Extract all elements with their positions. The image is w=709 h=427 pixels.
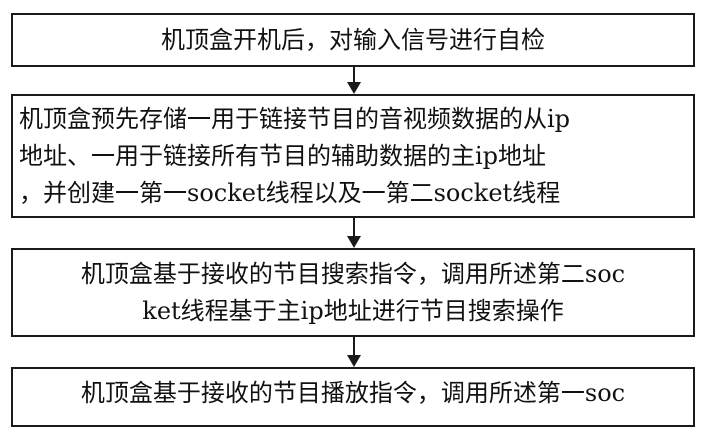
step-2-line-1: 机顶盒预先存储一用于链接节目的音视频数据的从ip: [19, 105, 571, 133]
step-1-line-1: 机顶盒开机后，对输入信号进行自检: [161, 26, 545, 54]
step-3-line-2: ket线程基于主ip地址进行节目搜索操作: [142, 297, 564, 325]
step-2-line-2: 地址、一用于链接所有节目的辅助数据的主ip地址: [19, 142, 547, 170]
step-2-box: 机顶盒预先存储一用于链接节目的音视频数据的从ip 地址、一用于链接所有节目的辅助…: [11, 94, 695, 218]
step-3-line-1: 机顶盒基于接收的节目搜索指令，调用所述第二soc: [80, 260, 626, 288]
step-3-box: 机顶盒基于接收的节目搜索指令，调用所述第二soc ket线程基于主ip地址进行节…: [11, 248, 695, 337]
step-4-box: 机顶盒基于接收的节目播放指令，调用所述第一soc: [11, 367, 695, 427]
step-4-line-1: 机顶盒基于接收的节目播放指令，调用所述第一soc: [80, 379, 626, 407]
arrow-down-icon: [347, 337, 361, 367]
step-1-box: 机顶盒开机后，对输入信号进行自检: [11, 13, 695, 67]
arrow-down-icon: [347, 67, 361, 94]
arrow-down-icon: [347, 218, 361, 248]
step-2-line-3: ，并创建一第一socket线程以及一第二socket线程: [19, 179, 561, 207]
